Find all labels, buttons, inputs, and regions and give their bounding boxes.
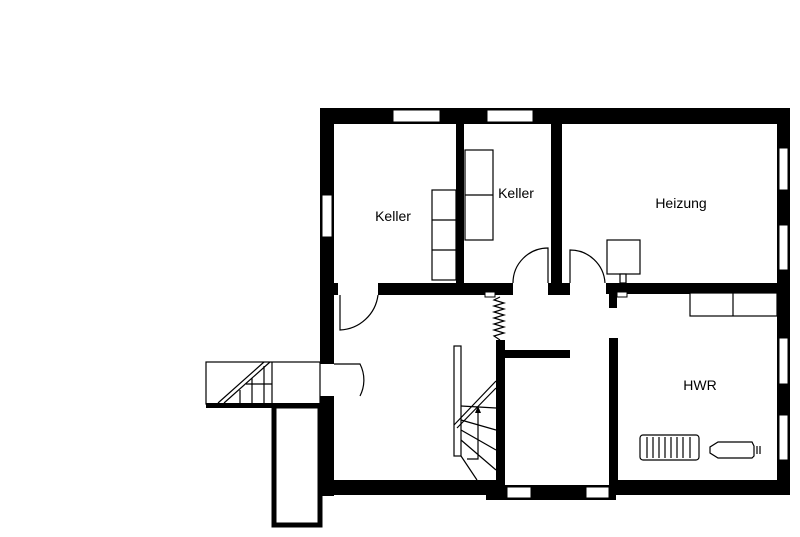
room-label-keller-1: Keller — [375, 208, 411, 224]
doors — [334, 247, 606, 397]
room-label-hwr: HWR — [683, 377, 716, 393]
windows — [321, 109, 789, 499]
radiator — [639, 434, 700, 461]
boiler — [606, 239, 641, 275]
furniture — [431, 149, 778, 461]
tank — [709, 441, 755, 459]
stairs-inside — [453, 345, 497, 481]
room-label-heizung: Heizung — [655, 195, 706, 211]
stairs-outside — [205, 361, 323, 528]
room-label-keller-2: Keller — [498, 185, 534, 201]
